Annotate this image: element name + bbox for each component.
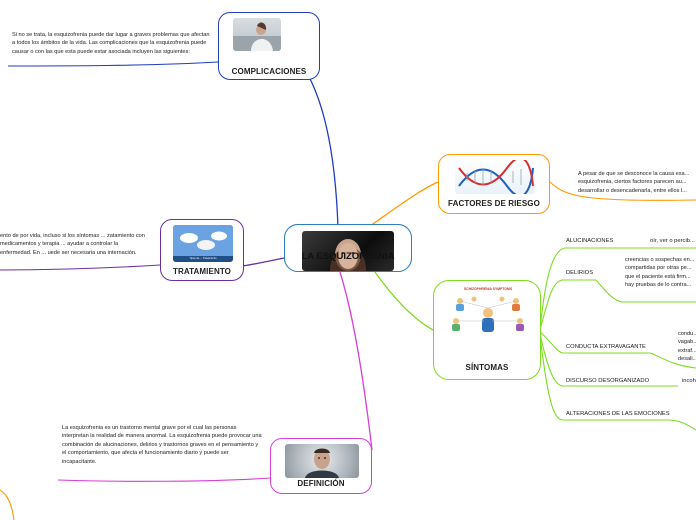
subtopic-alteraciones-emociones[interactable]: ALTERACIONES DE LAS EMOCIONES xyxy=(566,411,670,417)
subtopic-conducta-extravagante[interactable]: CONDUCTA EXTRAVAGANTE xyxy=(566,344,646,350)
link-conducta-detail xyxy=(649,352,696,369)
topic-complicaciones[interactable]: COMPLICACIONES xyxy=(218,12,320,80)
link-factores xyxy=(369,181,439,227)
link-complicaciones xyxy=(299,61,339,229)
subtopic-delirios[interactable]: DELIRIOS xyxy=(566,270,594,276)
sintomas-image xyxy=(446,293,530,335)
topic-sintomas[interactable]: SCHIZOPHRENIA SYMPTOMS SÍNTOMAS xyxy=(433,280,541,380)
discurso-detail: incoh... xyxy=(682,378,696,384)
definicion-image xyxy=(285,444,359,478)
dna-helix-icon xyxy=(458,160,534,194)
link-sint-conducta xyxy=(539,331,650,354)
woman-portrait-icon xyxy=(330,239,366,271)
central-title: LA ESQUIZOFRENIA xyxy=(301,251,395,262)
man-portrait-icon xyxy=(305,448,339,478)
complicaciones-label: COMPLICACIONES xyxy=(231,67,307,76)
link-sint-discurso xyxy=(539,333,678,387)
link-sint-alteraciones xyxy=(539,335,696,431)
link-delirios-detail xyxy=(595,279,696,303)
link-definicion xyxy=(339,271,373,451)
link-sintomas xyxy=(374,271,434,331)
sintomas-image-caption: SCHIZOPHRENIA SYMPTOMS xyxy=(463,287,513,291)
pills-icon xyxy=(173,225,233,262)
tratamiento-label: TRATAMIENTO xyxy=(173,267,231,276)
link-sint-delirios xyxy=(539,279,596,331)
complicaciones-image xyxy=(233,18,281,51)
subtopic-alucinaciones[interactable]: ALUCINACIONES xyxy=(566,238,614,244)
definicion-label: DEFINICIÓN xyxy=(297,479,345,488)
alucinaciones-detail: oír, ver o percib... xyxy=(650,238,695,244)
link-tratamiento-note xyxy=(0,264,161,271)
delirios-detail: creencias o sospechas en... compartidas … xyxy=(625,257,695,289)
tratamiento-image xyxy=(173,225,233,262)
factores-note: A pesar de que se desconoce la causa exa… xyxy=(578,171,690,194)
link-sint-alucinaciones xyxy=(539,247,640,331)
definicion-note: La esquizofrenia es un trastorno mental … xyxy=(62,425,262,465)
link-complicaciones-note xyxy=(7,61,219,67)
complicaciones-note: Si no se trata, la esquizofrenia puede d… xyxy=(12,32,210,55)
link-factores-note xyxy=(549,181,696,201)
central-topic-box[interactable] xyxy=(284,224,412,272)
symptoms-people-icon xyxy=(452,296,524,332)
topic-factores-de-riesgo[interactable]: FACTORES DE RIESGO xyxy=(438,154,550,214)
tratamiento-note: ento de por vida, incluso si los síntoma… xyxy=(0,233,145,256)
link-definicion-note xyxy=(57,477,271,482)
subtopic-discurso-desorganizado[interactable]: DISCURSO DESORGANIZADO xyxy=(566,378,650,384)
conducta-detail: condu... vagab... extraf... desali... xyxy=(678,331,696,363)
sintomas-label: SÍNTOMAS xyxy=(465,363,509,372)
sad-person-icon xyxy=(233,22,281,51)
factores-image xyxy=(455,160,535,194)
topic-tratamiento[interactable]: Tipos de ... Tratamiento TRATAMIENTO xyxy=(160,219,244,281)
offscreen-branch-arc xyxy=(0,489,15,520)
factores-label: FACTORES DE RIESGO xyxy=(448,199,540,208)
central-image xyxy=(302,231,394,271)
topic-definicion[interactable]: DEFINICIÓN xyxy=(270,438,372,494)
tratamiento-image-caption: Tipos de ... Tratamiento xyxy=(189,257,217,260)
link-tratamiento xyxy=(242,257,285,267)
